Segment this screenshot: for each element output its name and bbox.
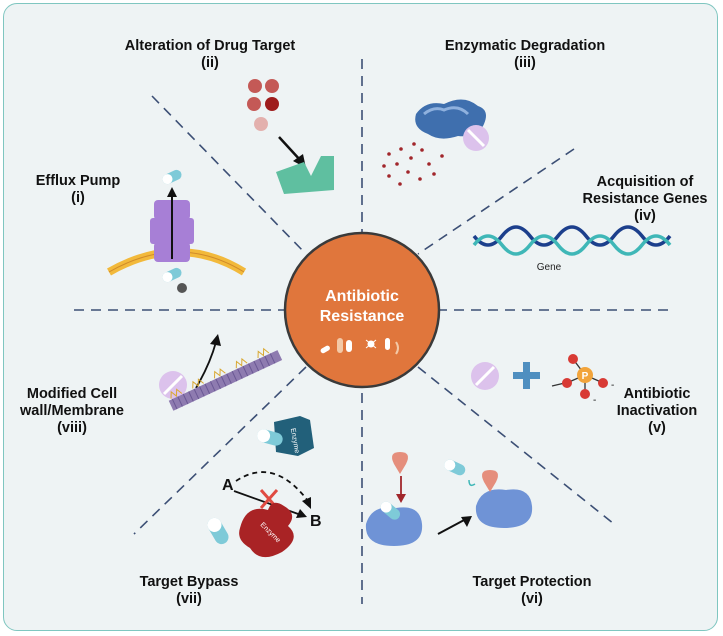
- label-cellwall-line1: Modified Cell: [26, 386, 118, 402]
- label-acquisition-line2: Resistance Genes: [582, 191, 708, 207]
- label-cellwall-num: (viii): [57, 420, 87, 436]
- label-efflux-name: Efflux Pump: [35, 173, 121, 189]
- label-enzymatic-num: (iii): [514, 55, 536, 71]
- label-acquisition-line1: Acquisition of: [596, 174, 694, 190]
- enzymatic-illustration: [382, 99, 489, 186]
- enzyme-label-blue: Enzyme: [289, 428, 300, 454]
- charge-sign-1: -: [611, 380, 614, 391]
- label-alteration-name: Alteration of Drug Target: [124, 38, 296, 54]
- dna-helix: Gene: [472, 225, 672, 273]
- label-alteration: Alteration of Drug Target (ii): [121, 38, 299, 72]
- label-efflux-num: (i): [71, 190, 85, 206]
- divider-lines: [74, 59, 674, 604]
- label-cellwall-line2: wall/Membrane: [20, 403, 124, 419]
- label-bypass-name: Target Bypass: [139, 574, 239, 590]
- efflux-pump-illustration: [107, 169, 247, 293]
- label-enzymatic-name: Enzymatic Degradation: [444, 38, 606, 54]
- alteration-illustration: [247, 79, 334, 194]
- label-inactivation-line2: Inactivation: [616, 403, 698, 419]
- substrate-label: A: [222, 477, 234, 494]
- figure-frame: Antibiotic Resistance: [3, 3, 718, 631]
- phosphorus-symbol: P: [582, 371, 589, 382]
- label-inactivation: Antibiotic Inactivation (v): [607, 386, 707, 437]
- label-inactivation-num: (v): [648, 420, 666, 436]
- label-protection-name: Target Protection: [472, 574, 592, 590]
- label-protection-num: (vi): [521, 591, 543, 607]
- gene-label: Gene: [537, 262, 562, 273]
- label-inactivation-line1: Antibiotic: [623, 386, 691, 402]
- product-label: B: [310, 513, 322, 530]
- center-title-line1: Antibiotic: [325, 288, 399, 305]
- label-acquisition-num: (iv): [634, 208, 656, 224]
- bacteria-icons: [320, 338, 399, 355]
- label-bypass-num: (vii): [176, 591, 202, 607]
- center-title-line2: Resistance: [320, 308, 405, 325]
- label-efflux: Efflux Pump (i): [32, 173, 124, 207]
- label-bypass: Target Bypass (vii): [124, 574, 254, 608]
- center-circle: Antibiotic Resistance: [283, 231, 441, 389]
- label-protection: Target Protection (vi): [457, 574, 607, 608]
- protection-illustration: [365, 452, 533, 546]
- bypass-illustration: Enzyme A B Enzyme: [207, 416, 322, 558]
- label-enzymatic: Enzymatic Degradation (iii): [434, 38, 616, 72]
- diagram-canvas: Antibiotic Resistance: [74, 59, 674, 604]
- inactivation-illustration: P - -: [471, 354, 614, 406]
- label-cellwall: Modified Cell wall/Membrane (viii): [14, 386, 130, 437]
- label-acquisition: Acquisition of Resistance Genes (iv): [578, 174, 712, 225]
- label-alteration-num: (ii): [201, 55, 219, 71]
- cell-wall-illustration: [159, 334, 283, 411]
- charge-sign-2: -: [593, 395, 596, 406]
